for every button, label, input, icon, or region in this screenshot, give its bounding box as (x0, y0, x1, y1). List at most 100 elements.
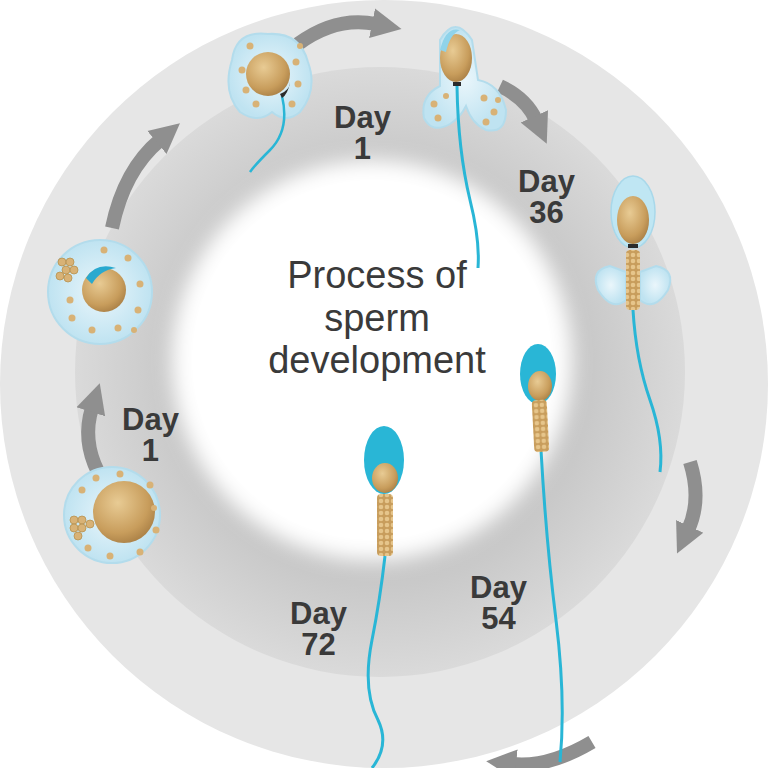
early-spermatid-cell-part (250, 96, 284, 172)
early-spermatid-cell-part-part (295, 81, 302, 88)
late-spermatid-cell-part (611, 176, 655, 248)
elongating-spermatid-cell-part (423, 27, 506, 131)
mature-sperm-cell-part (364, 426, 404, 494)
maturing-sperm-cell-part (520, 344, 556, 404)
cycle-arrow-part (688, 462, 696, 530)
diagram-title: Process of sperm development (232, 254, 522, 382)
spermatogonium-cell-part (70, 516, 94, 540)
spermatogonium-cell-part-part (86, 520, 94, 528)
cycle-arrow-part (112, 140, 160, 228)
spermatogonium-cell-part (64, 467, 160, 563)
cycle-arrow-part (512, 742, 592, 765)
late-spermatid-cell-part (617, 196, 649, 244)
late-spermatid-cell-part (596, 266, 626, 304)
background-disc-part (192, 180, 552, 540)
late-spermatid-cell-part (626, 250, 640, 310)
spermatocyte-cell-part-part (69, 315, 76, 322)
early-spermatid-cell-part-part (247, 43, 254, 50)
spermatocyte-cell-part-part (125, 255, 132, 262)
spermatogonium-cell-part-part (117, 471, 124, 478)
spermatocyte-cell-part-part (89, 327, 96, 334)
late-spermatid-cell (596, 176, 671, 472)
elongating-spermatid-cell-part (431, 93, 502, 126)
spermatocyte-cell-part-part (62, 266, 70, 274)
spermatogonium-cell-part-part (147, 482, 154, 489)
early-spermatid-cell-part (239, 43, 304, 108)
spermatocyte-cell-part (56, 258, 78, 282)
elongating-spermatid-cell-part-part (483, 119, 490, 126)
early-spermatid-cell-part (228, 34, 311, 118)
mature-sperm-cell-part (377, 494, 393, 556)
elongating-spermatid-cell-part (440, 29, 460, 52)
elongating-spermatid-cell-part-part (495, 97, 501, 103)
spermatogonium-cell (64, 467, 160, 563)
spermatogonium-cell-part (93, 481, 155, 543)
elongating-spermatid-cell-part-part (491, 109, 498, 116)
elongating-spermatid-cell-part (457, 86, 478, 268)
mature-sperm-cell (364, 426, 404, 768)
early-spermatid-cell-part (246, 52, 290, 96)
spermatocyte-cell-part-part (101, 247, 108, 254)
late-spermatid-cell-part (640, 266, 670, 304)
spermatocyte-cell (48, 240, 152, 344)
day-label: Day 36 (518, 166, 575, 228)
elongating-spermatid-cell-part-part (431, 101, 438, 108)
day-label: Day 72 (290, 598, 347, 660)
early-spermatid-cell (228, 34, 311, 172)
spermatocyte-cell-part-part (137, 281, 144, 288)
spermatocyte-cell-part-part (115, 325, 122, 332)
cycle-arrow-part (298, 22, 376, 44)
late-spermatid-cell-part (633, 310, 661, 472)
elongating-spermatid-cell-part-part (435, 115, 442, 122)
mature-sperm-cell-part (372, 463, 398, 493)
early-spermatid-cell-part-part (289, 101, 296, 108)
spermatocyte-cell-part-part (67, 297, 74, 304)
spermatocyte-cell-part-part (66, 258, 74, 266)
spermatocyte-cell-part (67, 247, 144, 334)
maturing-sperm-cell-part (541, 450, 562, 762)
elongating-spermatid-cell-part-part (443, 93, 449, 99)
spermatogonium-cell-part-part (70, 524, 78, 532)
maturing-sperm-cell (520, 344, 562, 762)
spermatogonium-cell-part-part (79, 487, 86, 494)
elongating-spermatid-cell-part-part (481, 95, 488, 102)
spermatogonium-cell-part-part (153, 527, 160, 534)
spermatocyte-cell-part-part (131, 327, 137, 333)
spermatocyte-cell-part (86, 266, 116, 284)
day-label: Day 1 (122, 404, 179, 466)
early-spermatid-cell-part-part (253, 101, 260, 108)
spermatocyte-cell-part-part (56, 272, 64, 280)
spermatogonium-cell-part-part (74, 532, 82, 540)
spermatogonium-cell-part-part (107, 553, 114, 560)
maturing-sperm-cell-part (528, 371, 552, 401)
early-spermatid-cell-part (280, 82, 290, 98)
maturing-sperm-cell-part (532, 400, 550, 453)
spermatogonium-cell-part-part (70, 516, 78, 524)
mature-sperm-cell-part (368, 556, 385, 768)
spermatocyte-cell-part-part (70, 266, 78, 274)
spermatocyte-cell-part-part (135, 307, 142, 314)
spermatogonium-cell-part-part (93, 475, 100, 482)
spermatocyte-cell-part-part (64, 274, 72, 282)
late-spermatid-cell-part (628, 244, 638, 248)
cycle-arrow (88, 22, 695, 764)
spermatogonium-cell-part-part (151, 505, 157, 511)
spermatogonium-cell-part-part (78, 516, 86, 524)
spermatocyte-cell-part (48, 240, 152, 344)
early-spermatid-cell-part-part (239, 67, 246, 74)
elongating-spermatid-cell (423, 27, 506, 268)
cycle-arrow-part (88, 408, 98, 472)
spermatogonium-cell-part-part (137, 549, 144, 556)
day-label: Day 54 (470, 572, 527, 634)
early-spermatid-cell-part-part (243, 87, 250, 94)
spermatogonium-cell-part-part (78, 524, 86, 532)
day-label: Day 1 (334, 102, 391, 164)
elongating-spermatid-cell-part (453, 82, 461, 86)
spermatogonium-cell-part-part (85, 545, 92, 552)
early-spermatid-cell-part-part (297, 43, 303, 49)
spermatogonium-cell-part (79, 471, 160, 560)
early-spermatid-cell-part-part (293, 59, 300, 66)
